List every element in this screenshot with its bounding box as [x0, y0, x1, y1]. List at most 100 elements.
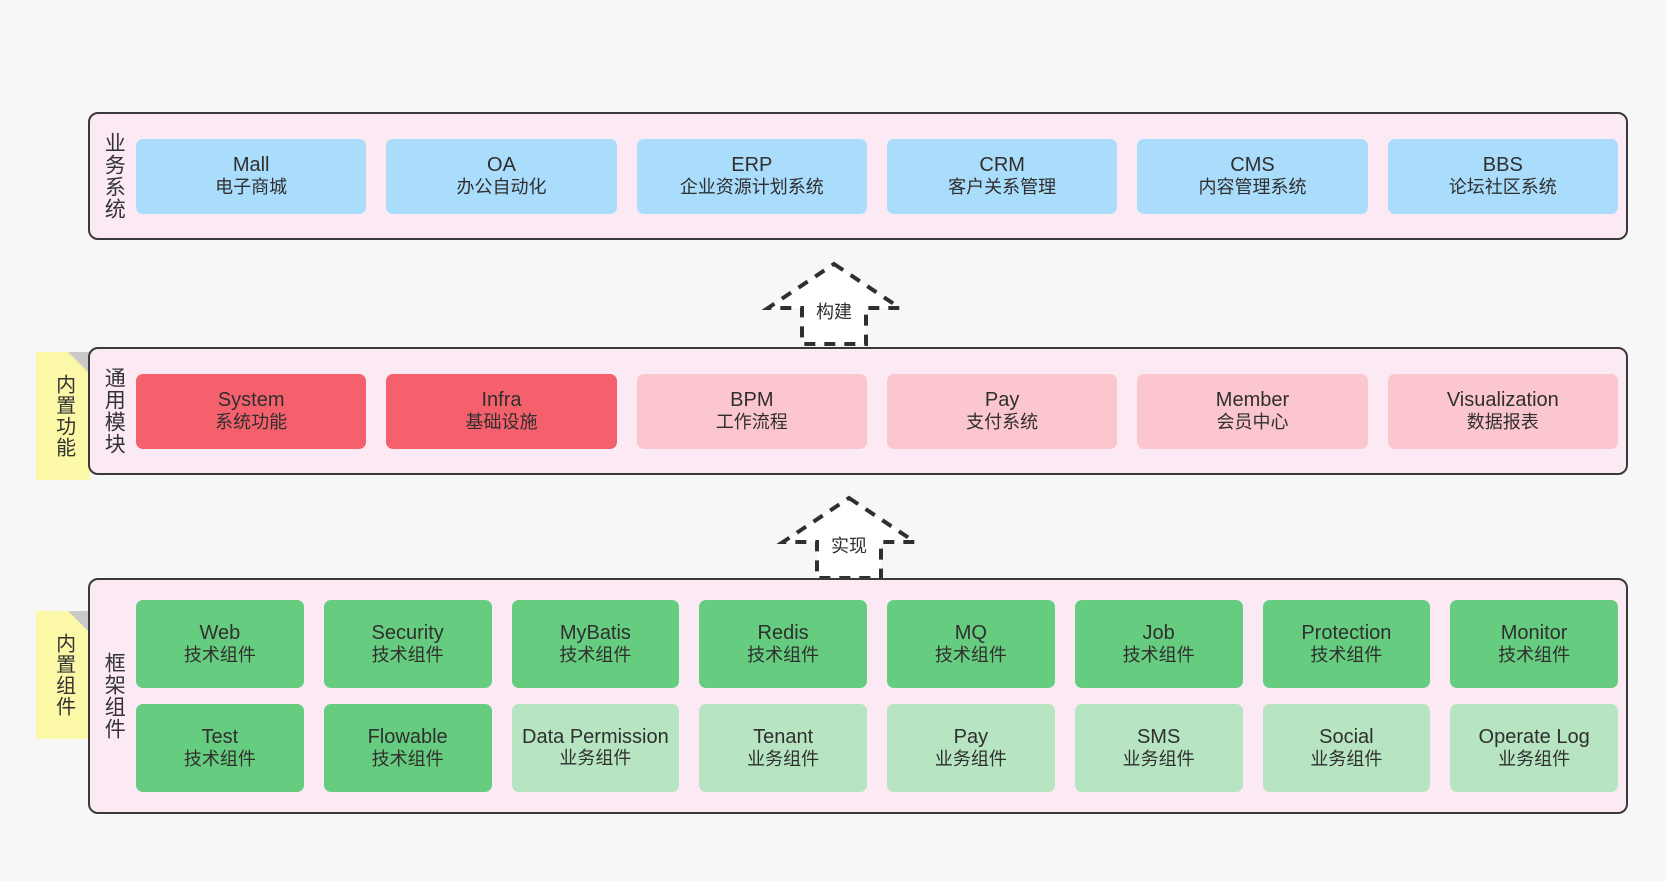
module-pay[interactable]: Pay 支付系统	[886, 373, 1118, 449]
component-pay-type: 业务组件	[934, 749, 1007, 770]
component-test[interactable]: Test 技术组件	[136, 704, 304, 792]
component-social-name: Social	[1319, 725, 1374, 748]
component-pay-name: Pay	[953, 725, 989, 748]
sticky-note-builtin-functions: 内置功能	[36, 352, 90, 480]
module-infra[interactable]: Infra 基础设施	[386, 373, 617, 449]
module-pay-desc: 支付系统	[966, 412, 1039, 433]
sticky-note-builtin-components-label: 内置组件	[52, 633, 75, 717]
connector-build-arrow-icon	[761, 261, 907, 346]
module-member-name: Member	[1215, 388, 1290, 411]
layer-business-systems: 业务系统 Mall 电子商城 OA 办公自动化 ERP 企业资源计划系统 CRM…	[88, 112, 1628, 240]
module-system[interactable]: System 系统功能	[136, 373, 367, 449]
module-cms-name: CMS	[1230, 153, 1275, 176]
component-mq-type: 技术组件	[934, 645, 1007, 666]
module-bbs[interactable]: BBS 论坛社区系统	[1387, 138, 1618, 214]
module-crm-name: CRM	[979, 153, 1025, 176]
layer-common-modules-body: System 系统功能 Infra 基础设施 BPM 工作流程 Pay 支付系统…	[136, 349, 1626, 473]
module-visualization-desc: 数据报表	[1466, 412, 1539, 433]
component-job-type: 技术组件	[1122, 645, 1195, 666]
module-infra-name: Infra	[481, 388, 522, 411]
component-mybatis[interactable]: MyBatis 技术组件	[511, 600, 680, 688]
component-operate-log[interactable]: Operate Log 业务组件	[1450, 704, 1618, 792]
component-flowable[interactable]: Flowable 技术组件	[323, 704, 492, 792]
component-test-name: Test	[201, 725, 239, 748]
sticky-note-builtin-functions-label: 内置功能	[52, 374, 75, 458]
component-job-name: Job	[1142, 621, 1175, 644]
module-member-desc: 会员中心	[1216, 412, 1289, 433]
module-crm[interactable]: CRM 客户关系管理	[886, 138, 1118, 214]
component-pay[interactable]: Pay 业务组件	[887, 704, 1055, 792]
layer-framework-components-row-technical: Web 技术组件 Security 技术组件 MyBatis 技术组件 Redi…	[136, 600, 1618, 688]
module-oa-name: OA	[487, 153, 516, 176]
module-bbs-name: BBS	[1482, 153, 1523, 176]
component-data-permission[interactable]: Data Permission 业务组件	[511, 704, 680, 792]
connector-implement: 实现	[775, 492, 923, 584]
layer-business-systems-row: Mall 电子商城 OA 办公自动化 ERP 企业资源计划系统 CRM 客户关系…	[136, 138, 1618, 214]
component-mybatis-name: MyBatis	[559, 621, 631, 644]
component-tenant[interactable]: Tenant 业务组件	[699, 704, 867, 792]
component-security-type: 技术组件	[371, 645, 444, 666]
component-redis-type: 技术组件	[747, 645, 820, 666]
module-oa[interactable]: OA 办公自动化	[386, 138, 617, 214]
layer-common-modules-label: 通用模块	[102, 367, 126, 455]
module-bbs-desc: 论坛社区系统	[1448, 177, 1557, 198]
module-pay-name: Pay	[984, 388, 1020, 411]
module-cms-desc: 内容管理系统	[1198, 177, 1307, 198]
note-fold-corner-icon	[68, 611, 90, 633]
component-job[interactable]: Job 技术组件	[1074, 600, 1243, 688]
connector-build-label: 构建	[816, 302, 852, 322]
connector-build: 构建	[760, 258, 908, 350]
module-visualization-name: Visualization	[1446, 388, 1559, 411]
module-system-name: System	[217, 388, 285, 411]
component-protection-name: Protection	[1301, 621, 1392, 644]
module-infra-desc: 基础设施	[465, 412, 538, 433]
layer-common-modules: 通用模块 System 系统功能 Infra 基础设施 BPM 工作流程 Pay…	[88, 347, 1628, 475]
module-member[interactable]: Member 会员中心	[1137, 373, 1368, 449]
module-crm-desc: 客户关系管理	[948, 177, 1057, 198]
component-data-permission-name: Data Permission	[522, 726, 669, 749]
module-erp[interactable]: ERP 企业资源计划系统	[636, 138, 867, 214]
layer-business-systems-body: Mall 电子商城 OA 办公自动化 ERP 企业资源计划系统 CRM 客户关系…	[136, 114, 1626, 238]
component-operate-log-type: 业务组件	[1498, 749, 1571, 770]
module-oa-desc: 办公自动化	[456, 177, 547, 198]
component-mq[interactable]: MQ 技术组件	[887, 600, 1055, 688]
component-sms-type: 业务组件	[1122, 749, 1195, 770]
module-visualization[interactable]: Visualization 数据报表	[1387, 373, 1618, 449]
component-redis[interactable]: Redis 技术组件	[699, 600, 867, 688]
component-monitor-type: 技术组件	[1498, 645, 1571, 666]
module-cms[interactable]: CMS 内容管理系统	[1137, 138, 1368, 214]
sticky-note-builtin-components: 内置组件	[36, 611, 90, 739]
component-social-type: 业务组件	[1310, 749, 1383, 770]
component-web[interactable]: Web 技术组件	[136, 600, 304, 688]
component-sms-name: SMS	[1136, 725, 1181, 748]
module-bpm-desc: 工作流程	[715, 412, 788, 433]
component-security-name: Security	[371, 621, 444, 644]
component-social[interactable]: Social 业务组件	[1262, 704, 1431, 792]
component-web-name: Web	[199, 621, 241, 644]
connector-implement-label: 实现	[831, 536, 867, 556]
module-mall-name: Mall	[232, 153, 270, 176]
layer-framework-components: 框架组件 Web 技术组件 Security 技术组件 MyBatis 技术组件…	[88, 578, 1628, 814]
component-flowable-type: 技术组件	[371, 749, 444, 770]
component-monitor-name: Monitor	[1500, 621, 1568, 644]
component-sms[interactable]: SMS 业务组件	[1074, 704, 1243, 792]
layer-framework-components-label: 框架组件	[102, 652, 126, 740]
layer-framework-components-body: Web 技术组件 Security 技术组件 MyBatis 技术组件 Redi…	[136, 580, 1626, 812]
component-protection[interactable]: Protection 技术组件	[1262, 600, 1431, 688]
component-mq-name: MQ	[954, 621, 987, 644]
component-monitor[interactable]: Monitor 技术组件	[1450, 600, 1618, 688]
note-fold-corner-icon	[68, 352, 90, 374]
component-protection-type: 技术组件	[1310, 645, 1383, 666]
component-security[interactable]: Security 技术组件	[323, 600, 492, 688]
module-bpm-name: BPM	[730, 388, 774, 411]
module-mall-desc: 电子商城	[215, 177, 288, 198]
component-data-permission-type: 业务组件	[559, 748, 632, 769]
layer-framework-components-row-business: Test 技术组件 Flowable 技术组件 Data Permission …	[136, 704, 1618, 792]
module-mall[interactable]: Mall 电子商城	[136, 138, 367, 214]
module-erp-desc: 企业资源计划系统	[679, 177, 824, 198]
component-tenant-name: Tenant	[753, 725, 814, 748]
component-test-type: 技术组件	[183, 749, 256, 770]
module-system-desc: 系统功能	[215, 412, 288, 433]
module-bpm[interactable]: BPM 工作流程	[636, 373, 867, 449]
module-erp-name: ERP	[731, 153, 773, 176]
